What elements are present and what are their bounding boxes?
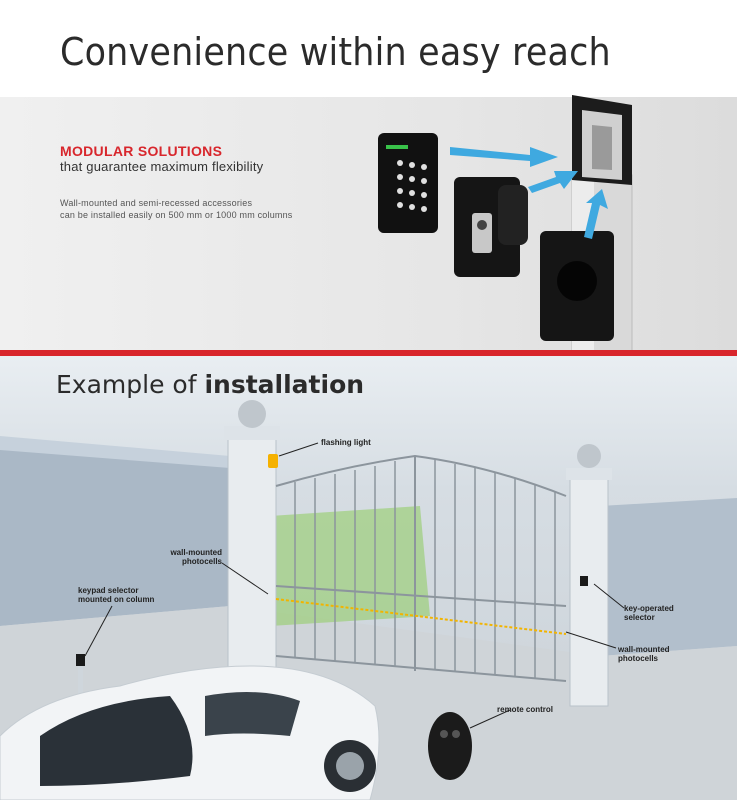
right-wall (600, 498, 737, 656)
page-title: Convenience within easy reach (60, 30, 611, 74)
flashing-light-icon (268, 454, 278, 468)
installation-title: Example of installation (56, 370, 364, 399)
label-remote-control: remote control (497, 705, 554, 714)
lawn (270, 506, 430, 626)
label-wall-photocells-right: wall-mounted photocells (618, 645, 670, 663)
photocell-beam (275, 598, 567, 635)
car (0, 665, 380, 800)
installation-illustration (0, 400, 737, 800)
arrow-icon (450, 147, 558, 167)
label-flashing-light: flashing light (321, 438, 371, 447)
modular-body-line-1: Wall-mounted and semi-recessed accessori… (60, 198, 253, 208)
left-pillar (224, 400, 280, 687)
arrow-icon (528, 171, 578, 193)
label-wall-photocells-left: wall-mounted photocells (170, 548, 222, 566)
recessed-box-accessory (540, 231, 614, 341)
modular-body-line-2: can be installed easily on 500 mm or 100… (60, 210, 293, 220)
key-selector-icon (580, 576, 588, 586)
arrow-icons (450, 147, 608, 239)
modular-subheading: that guarantee maximum flexibility (60, 159, 264, 174)
modular-heading: MODULAR SOLUTIONS (60, 143, 223, 159)
keypad-post (78, 656, 83, 700)
arrow-icon (584, 189, 608, 239)
installation-title-bold: installation (204, 370, 365, 399)
section-divider (0, 350, 737, 356)
label-key-operated-selector: key-operated selector (624, 604, 674, 622)
key-selector-accessory (454, 177, 528, 277)
remote-control-icon (428, 712, 472, 780)
right-pillar (566, 444, 612, 707)
gate (275, 454, 567, 682)
keypad-accessory (378, 133, 438, 233)
accessories-illustration (378, 95, 633, 351)
label-keypad-selector: keypad selector mounted on column (78, 586, 155, 604)
left-wall (0, 446, 230, 626)
installation-title-plain: Example of (56, 370, 197, 399)
keypad-icon (76, 654, 85, 666)
